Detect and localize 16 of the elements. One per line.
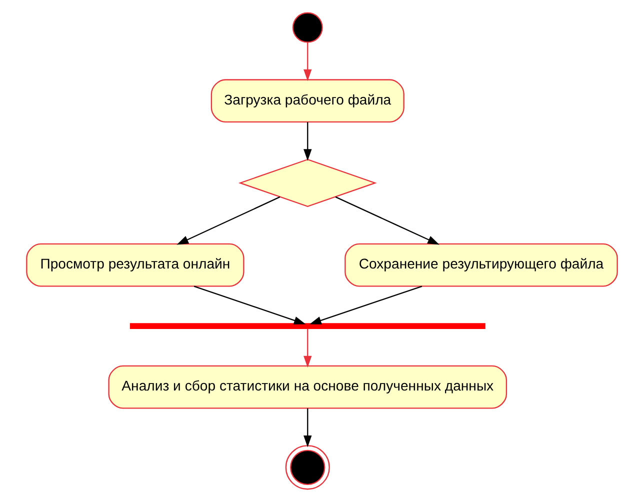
node-box: Загрузка рабочего файла: [210, 79, 404, 123]
arrow: [303, 328, 312, 368]
arrow: [303, 42, 312, 82]
arrow: [193, 286, 306, 324]
node-box: Анализ и сбор статистики на основе полученных данных: [108, 365, 507, 409]
node-box: Сохранение результирующего файла: [344, 243, 618, 287]
node-diamond: [238, 158, 376, 208]
node-box: Просмотр результата онлайн: [26, 243, 244, 287]
arrow: [303, 122, 312, 161]
arrow: [334, 196, 439, 245]
arrow: [303, 408, 312, 448]
node-bar: [129, 323, 485, 329]
node-circle: [292, 12, 322, 43]
arrow: [176, 196, 280, 245]
arrow: [309, 286, 422, 324]
node-circle: [284, 445, 330, 490]
